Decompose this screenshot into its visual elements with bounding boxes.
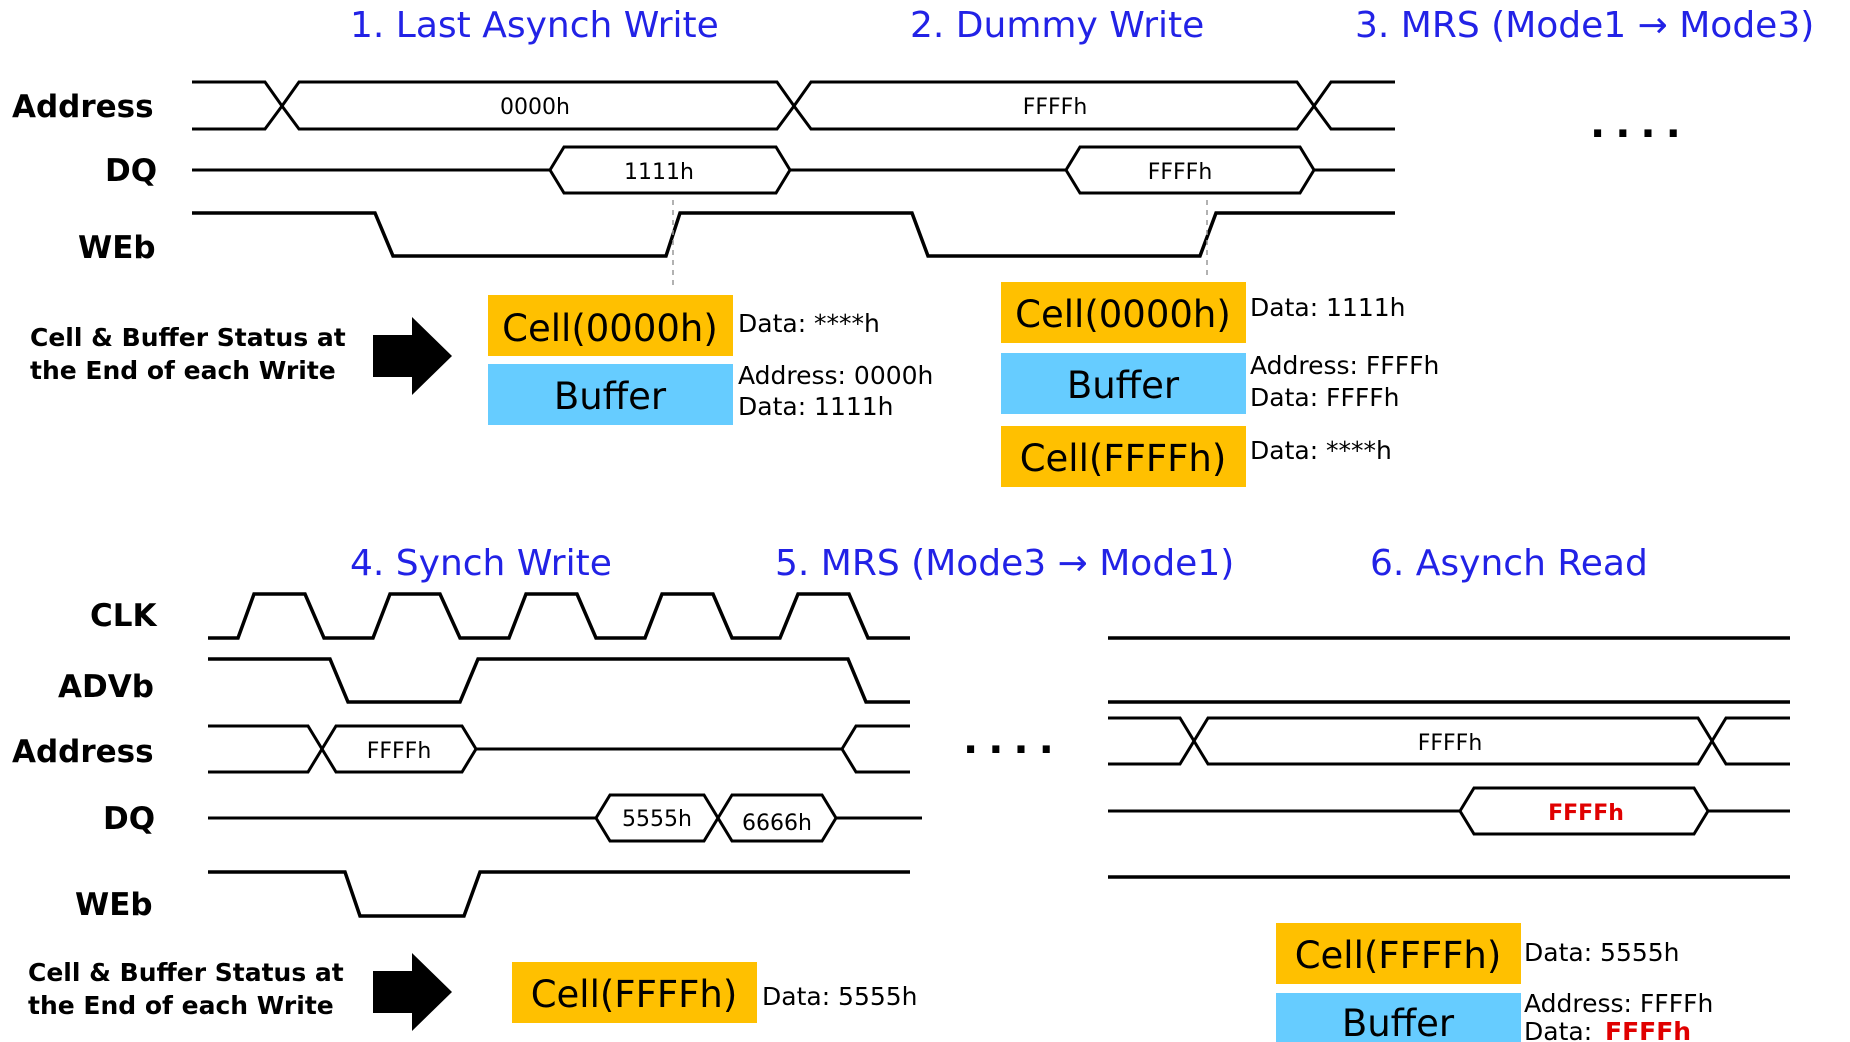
bottom-dq-bus: [208, 793, 922, 843]
top-dq-bus: [192, 145, 1395, 195]
step-6-title: 6. Asynch Read: [1370, 543, 1648, 584]
w2-buffer-data: Data: FFFFh: [1250, 383, 1399, 412]
rd-cell-data: Data: 5555h: [1524, 938, 1680, 967]
signal-label-clk: CLK: [90, 598, 158, 634]
signal-label-web-bottom: WEb: [75, 887, 153, 923]
rd-buffer-data-label: Data:: [1524, 1017, 1592, 1042]
buffer-box-rd-label: Buffer: [1342, 1002, 1455, 1042]
signal-label-advb: ADVb: [58, 669, 154, 705]
buffer-box-w1-label: Buffer: [554, 375, 667, 418]
top-dq-value-1: 1111h: [624, 160, 694, 185]
step-2-title: 2. Dummy Write: [910, 5, 1204, 46]
read-dq-bus: [1108, 786, 1790, 836]
bottom-address-bus: [208, 724, 910, 774]
status-label-line1-top: Cell & Buffer Status at: [30, 323, 346, 352]
cell-box-ffff-sw: [512, 962, 757, 1023]
w1-cell-data: Data: ****h: [738, 309, 880, 338]
top-ellipsis: ....: [1590, 101, 1691, 147]
advb-waveform: [208, 657, 910, 704]
read-address-bus: [1108, 716, 1790, 766]
cell-box-0000-w1: [488, 295, 733, 356]
bottom-web-waveform: [208, 870, 910, 918]
buffer-box-w2: [1001, 353, 1246, 414]
signal-label-dq-bottom: DQ: [103, 801, 155, 837]
status-label-line2-top: the End of each Write: [30, 356, 336, 385]
buffer-box-w1: [488, 364, 733, 425]
cell-box-ffff-sw-label: Cell(FFFFh): [531, 973, 738, 1016]
cell-box-ffff-w2-label: Cell(FFFFh): [1020, 437, 1227, 480]
w2-buffer-address: Address: FFFFh: [1250, 351, 1439, 380]
read-dq-value: FFFFh: [1548, 801, 1624, 826]
bottom-dq-value-1: 5555h: [622, 807, 692, 832]
signal-label-address: Address: [12, 89, 154, 125]
status-arrow-bottom: [373, 953, 452, 1031]
top-address-value-2: FFFFh: [1023, 95, 1088, 120]
status-arrow-top: [373, 317, 452, 395]
signal-label-web: WEb: [78, 230, 156, 266]
step-4-title: 4. Synch Write: [350, 543, 612, 584]
middle-ellipsis: ....: [963, 717, 1064, 763]
buffer-box-w2-label: Buffer: [1067, 364, 1180, 407]
cell-box-ffff-rd: [1276, 923, 1521, 984]
step-1-title: 1. Last Asynch Write: [350, 5, 719, 46]
status-label-line2-bottom: the End of each Write: [28, 991, 334, 1020]
top-dq-value-2: FFFFh: [1148, 160, 1213, 185]
cell-box-0000-w1-label: Cell(0000h): [502, 307, 718, 350]
step-3-title: 3. MRS (Mode1 → Mode3): [1355, 5, 1814, 46]
read-address-value: FFFFh: [1418, 731, 1483, 756]
w2-cellf-data: Data: ****h: [1250, 436, 1392, 465]
cell-box-ffff-rd-label: Cell(FFFFh): [1295, 934, 1502, 977]
status-label-line1-bottom: Cell & Buffer Status at: [28, 958, 344, 987]
top-web-waveform: [192, 211, 1395, 258]
cell-box-0000-w2: [1001, 282, 1246, 343]
bottom-address-value: FFFFh: [367, 739, 432, 764]
cell-box-0000-w2-label: Cell(0000h): [1015, 293, 1231, 336]
w2-cell0-data: Data: 1111h: [1250, 293, 1406, 322]
cell-box-ffff-w2: [1001, 426, 1246, 487]
signal-label-dq: DQ: [105, 153, 157, 189]
signal-label-address-bottom: Address: [12, 734, 154, 770]
w1-buffer-address: Address: 0000h: [738, 361, 933, 390]
top-address-bus: [192, 80, 1395, 131]
bottom-dq-value-2: 6666h: [742, 811, 812, 836]
step-5-title: 5. MRS (Mode3 → Mode1): [775, 543, 1234, 584]
clk-waveform: [208, 592, 910, 640]
w1-buffer-data: Data: 1111h: [738, 392, 894, 421]
buffer-box-rd: [1276, 993, 1521, 1042]
top-address-value-1: 0000h: [500, 95, 570, 120]
rd-buffer-address: Address: FFFFh: [1524, 989, 1713, 1018]
sw-cell-data: Data: 5555h: [762, 982, 918, 1011]
rd-buffer-data-value: FFFFh: [1605, 1017, 1691, 1042]
